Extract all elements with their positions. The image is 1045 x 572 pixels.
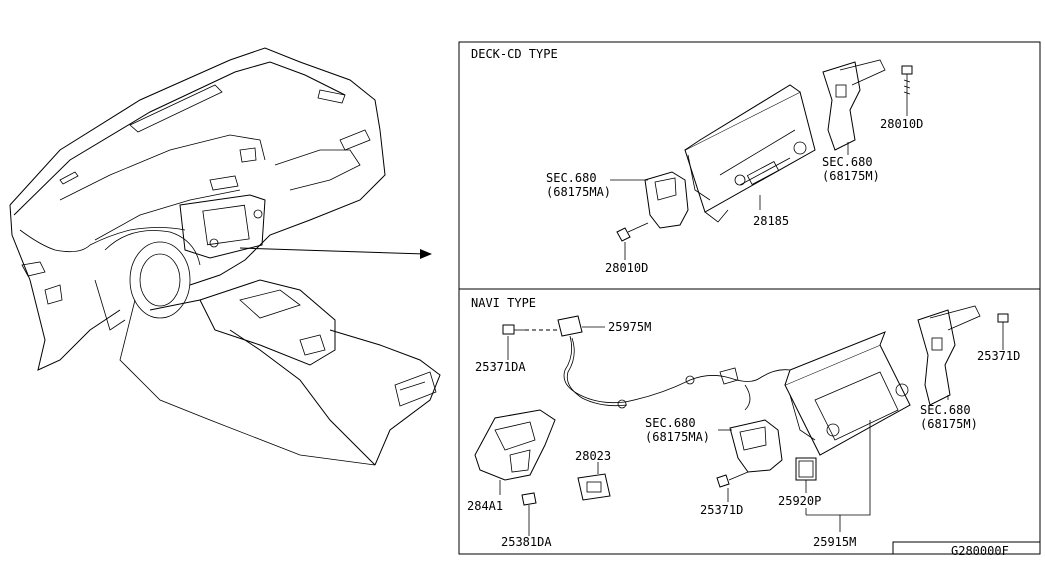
label-sec680-navi-right: SEC.680 <box>920 403 971 417</box>
dashboard-illustration <box>9 47 441 466</box>
label-25371da: 25371DA <box>475 360 526 374</box>
deck-bracket-right <box>822 59 886 151</box>
label-28010d-top: 28010D <box>880 117 923 131</box>
deck-bolt-right <box>901 65 913 100</box>
label-25371d-mid: 25371D <box>700 503 743 517</box>
navi-bolt-bottom <box>521 492 537 530</box>
deck-section-title: DECK-CD TYPE <box>471 47 558 61</box>
navi-bolt-mid <box>716 471 749 488</box>
label-28023: 28023 <box>575 449 611 463</box>
label-68175m-navi: (68175M) <box>920 417 978 431</box>
navi-bolt-top-left <box>502 324 560 335</box>
label-25915m: 25915M <box>813 535 856 549</box>
navi-cable-harness <box>557 315 791 411</box>
navi-bracket-bottom-left <box>474 409 556 481</box>
label-28185: 28185 <box>753 214 789 228</box>
navi-bracket-right <box>917 305 981 406</box>
label-sec680-deck-left: SEC.680 <box>546 171 597 185</box>
navi-cover <box>795 457 817 481</box>
label-68175ma-navi: (68175MA) <box>645 430 710 444</box>
label-25920p: 25920P <box>778 494 821 508</box>
label-sec680-deck-right: SEC.680 <box>822 155 873 169</box>
label-25371d-right: 25371D <box>977 349 1020 363</box>
navi-bracket-left <box>729 419 783 473</box>
label-68175m-deck: (68175M) <box>822 169 880 183</box>
label-25975m: 25975M <box>608 320 651 334</box>
navi-bolt-right <box>997 313 1009 345</box>
label-25381da: 25381DA <box>501 535 552 549</box>
deck-cd-unit <box>684 84 816 223</box>
navi-section-title: NAVI TYPE <box>471 296 536 310</box>
deck-bracket-left <box>644 171 689 229</box>
navi-switch <box>577 473 611 501</box>
label-sec680-navi-left: SEC.680 <box>645 416 696 430</box>
label-28010d-bottom: 28010D <box>605 261 648 275</box>
figure-code: G280000F <box>951 544 1009 558</box>
label-284a1: 284A1 <box>467 499 503 513</box>
label-68175ma-deck: (68175MA) <box>546 185 611 199</box>
detail-frame <box>458 41 1041 555</box>
navi-unit <box>784 331 911 456</box>
deck-bolt-left <box>616 222 649 242</box>
